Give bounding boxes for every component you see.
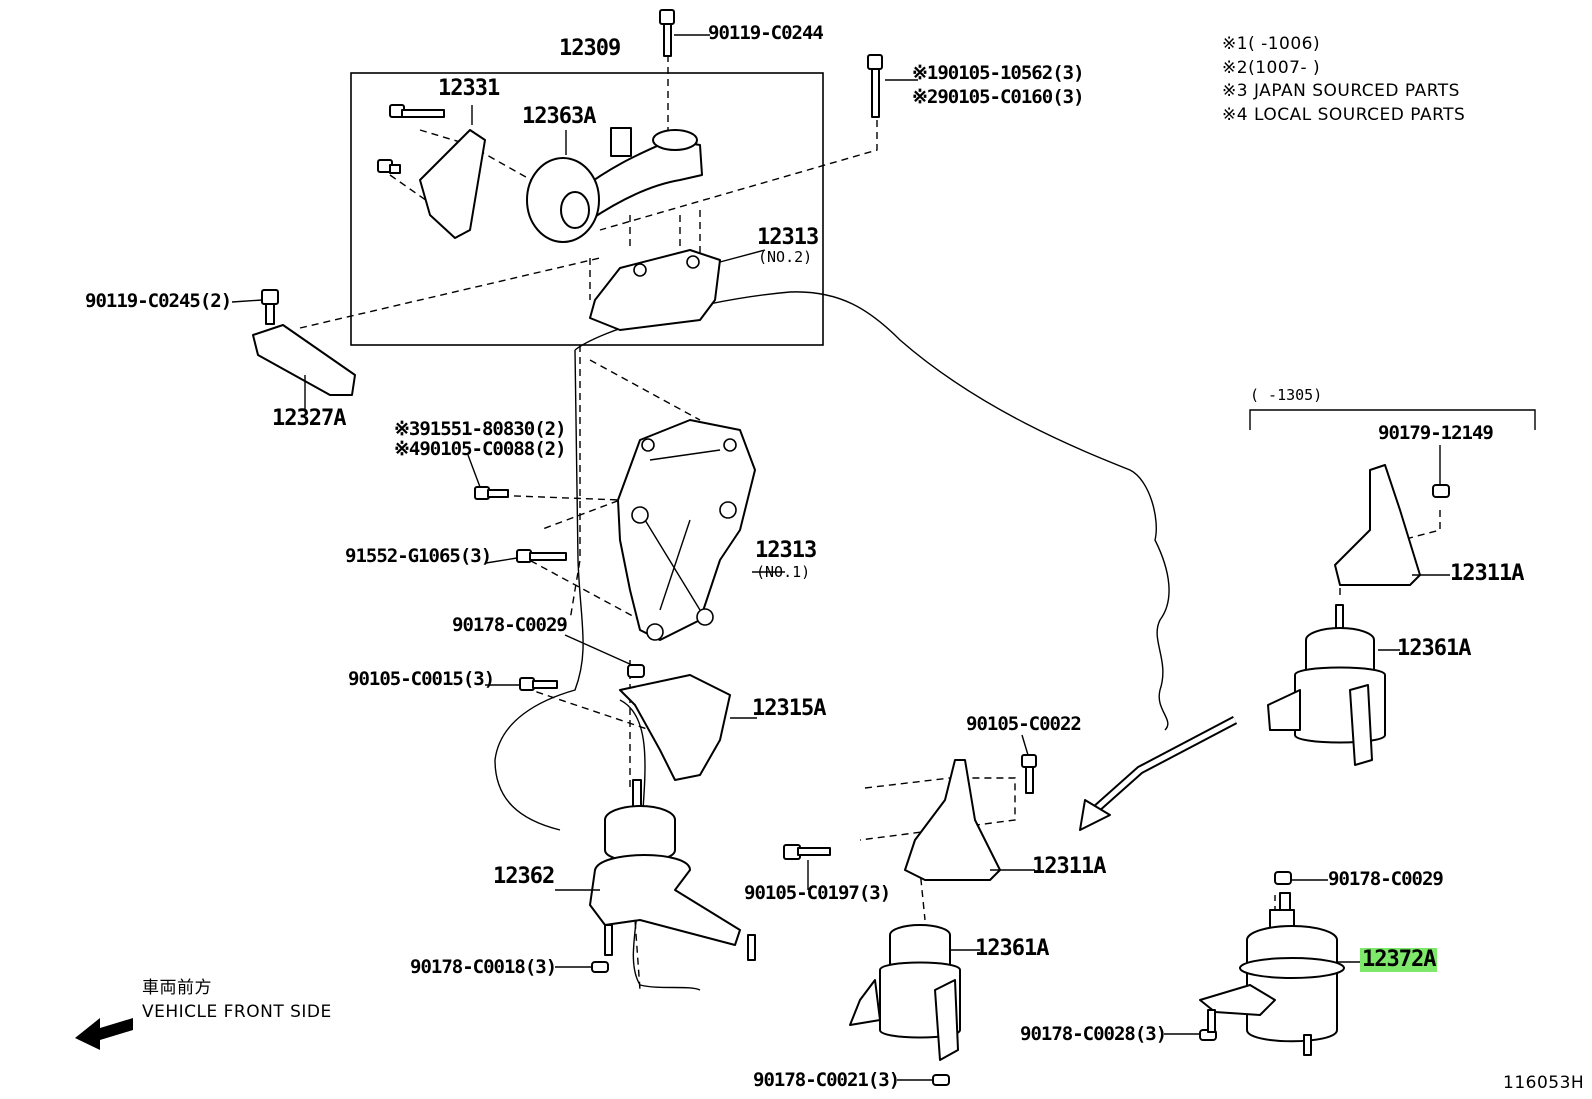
part-label-90105-c0197[interactable]: 90105-C0197(3) bbox=[744, 882, 891, 904]
part-label-90178-c0029-left[interactable]: 90178-C0029 bbox=[452, 614, 568, 636]
bracket-12311a-right-shape bbox=[1334, 464, 1421, 586]
note-3-text: JAPAN SOURCED PARTS bbox=[1253, 81, 1460, 101]
part-sublabel-12313-no2: (NO.2) bbox=[758, 248, 813, 266]
mount-12372a-shape bbox=[1199, 892, 1345, 1056]
note-3: ※3 JAPAN SOURCED PARTS bbox=[1222, 83, 1460, 100]
part-label-90119-c0244[interactable]: 90119-C0244 bbox=[708, 22, 824, 44]
part-label-12361a-mid[interactable]: 12361A bbox=[975, 936, 1049, 961]
note-4-text: LOCAL SOURCED PARTS bbox=[1253, 105, 1466, 125]
engine-outline-left bbox=[494, 349, 584, 831]
part-label-12313-no1[interactable]: 12313 bbox=[755, 538, 817, 563]
torque-rod-12363a-shape bbox=[526, 127, 703, 243]
note-1-mark: ※1 bbox=[1222, 34, 1249, 54]
note-1-text: ( -1006) bbox=[1248, 34, 1321, 54]
note-2: ※2(1007- ) bbox=[1222, 60, 1320, 77]
note-1: ※1( -1006) bbox=[1222, 36, 1320, 53]
part-label-12331[interactable]: 12331 bbox=[438, 76, 500, 101]
front-side-en: VEHICLE FRONT SIDE bbox=[142, 1002, 332, 1022]
front-side-arrow bbox=[75, 1018, 133, 1050]
part-label-12311a-right[interactable]: 12311A bbox=[1450, 561, 1524, 586]
part-label-90178-c0028[interactable]: 90178-C0028(3) bbox=[1020, 1023, 1167, 1045]
assembly-arrow bbox=[1079, 716, 1238, 831]
range-label: ( -1305) bbox=[1250, 386, 1323, 404]
part-label-90105-c0022[interactable]: 90105-C0022 bbox=[966, 713, 1082, 735]
note-4-mark: ※4 bbox=[1222, 105, 1249, 125]
part-label-12361a-right[interactable]: 12361A bbox=[1397, 636, 1471, 661]
part-label-12372a[interactable]: 12372A bbox=[1360, 947, 1438, 972]
part-label-90179-12149[interactable]: 90179-12149 bbox=[1378, 422, 1494, 444]
part-label-90119-c0245[interactable]: 90119-C0245(2) bbox=[85, 290, 232, 312]
note-3-mark: ※3 bbox=[1222, 81, 1249, 101]
note-4: ※4 LOCAL SOURCED PARTS bbox=[1222, 107, 1465, 124]
part-label-90105-c0015[interactable]: 90105-C0015(3) bbox=[348, 668, 495, 690]
part-label-91552-g1065[interactable]: 91552-G1065(3) bbox=[345, 545, 492, 567]
part-label-12313-no2[interactable]: 12313 bbox=[757, 225, 819, 250]
mount-12361a-mid-shape bbox=[849, 924, 961, 1061]
part-label-12327a[interactable]: 12327A bbox=[272, 406, 346, 431]
range-bracket bbox=[1249, 409, 1536, 430]
bracket-12313-no1-shape bbox=[617, 419, 756, 641]
engine-outline bbox=[574, 291, 1170, 731]
part-label-12363a[interactable]: 12363A bbox=[522, 104, 596, 129]
part-sublabel-12313-no1: (NO.1) bbox=[756, 563, 811, 581]
mount-12362-shape bbox=[589, 779, 756, 961]
mount-12361a-right-shape bbox=[1267, 604, 1386, 766]
bracket-12315a-shape bbox=[619, 674, 731, 781]
part-label-90105-c0160[interactable]: ※290105-C0160(3) bbox=[912, 86, 1085, 108]
assembly-box-12309 bbox=[350, 72, 824, 346]
part-label-90105-10562[interactable]: ※190105-10562(3) bbox=[912, 62, 1085, 84]
part-label-12309[interactable]: 12309 bbox=[559, 36, 621, 61]
label-leaders bbox=[231, 34, 1450, 1081]
note-2-mark: ※2 bbox=[1222, 58, 1249, 78]
bracket-12313-no2-shape bbox=[589, 249, 721, 331]
bracket-12331-shape bbox=[419, 129, 486, 239]
bolt-shapes bbox=[261, 9, 1450, 1086]
part-label-90105-c0088[interactable]: ※490105-C0088(2) bbox=[394, 438, 567, 460]
part-label-12311a-mid[interactable]: 12311A bbox=[1032, 854, 1106, 879]
part-label-91551-80830[interactable]: ※391551-80830(2) bbox=[394, 418, 567, 440]
note-2-text: (1007- ) bbox=[1248, 58, 1321, 78]
bracket-12327a-shape bbox=[252, 324, 356, 396]
diagram-code: 116053H bbox=[1503, 1073, 1585, 1093]
part-label-12362[interactable]: 12362 bbox=[493, 864, 555, 889]
front-side-jp: 車両前方 bbox=[142, 978, 212, 998]
bracket-12311a-mid-shape bbox=[904, 759, 1001, 881]
part-label-90178-c0018[interactable]: 90178-C0018(3) bbox=[410, 956, 557, 978]
part-label-12315a[interactable]: 12315A bbox=[752, 696, 826, 721]
part-label-90178-c0021[interactable]: 90178-C0021(3) bbox=[753, 1069, 900, 1091]
part-label-90178-c0029-right[interactable]: 90178-C0029 bbox=[1328, 868, 1444, 890]
